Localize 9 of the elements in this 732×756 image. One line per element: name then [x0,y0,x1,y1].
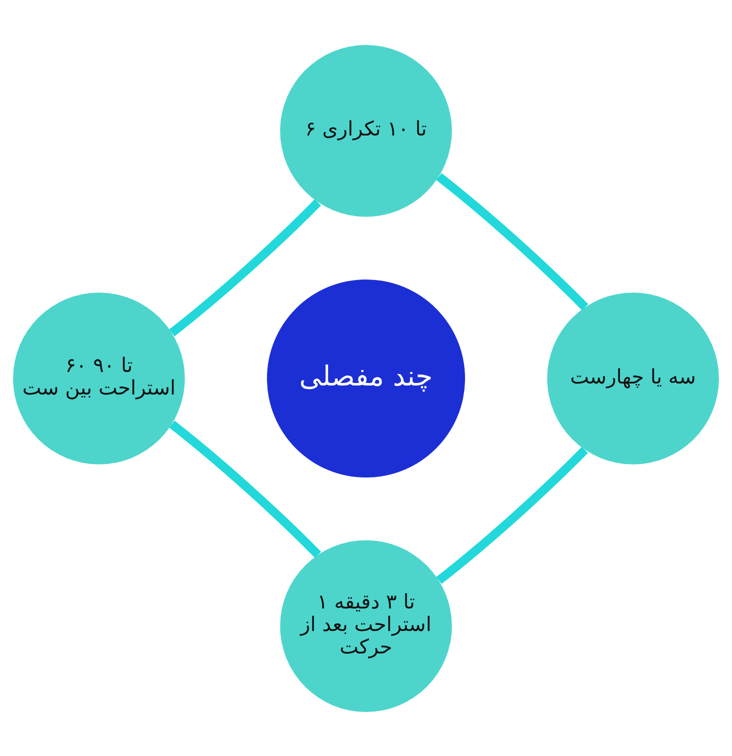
node-circle: چند مفصلی [266,278,466,478]
node-circle: ۶۰ تا ۹۰ استراحت بین ست [13,292,185,464]
connector [436,446,588,584]
node-circle: ۶ تا ۱۰ تکراری [280,44,452,216]
connector [169,198,321,336]
node-circle: ۱ تا ۳ دقیقه استراحت بعد از حرکت [280,540,452,712]
connector [436,172,588,310]
node-circle: سه یا چهارست [547,292,719,464]
connector [169,420,322,558]
